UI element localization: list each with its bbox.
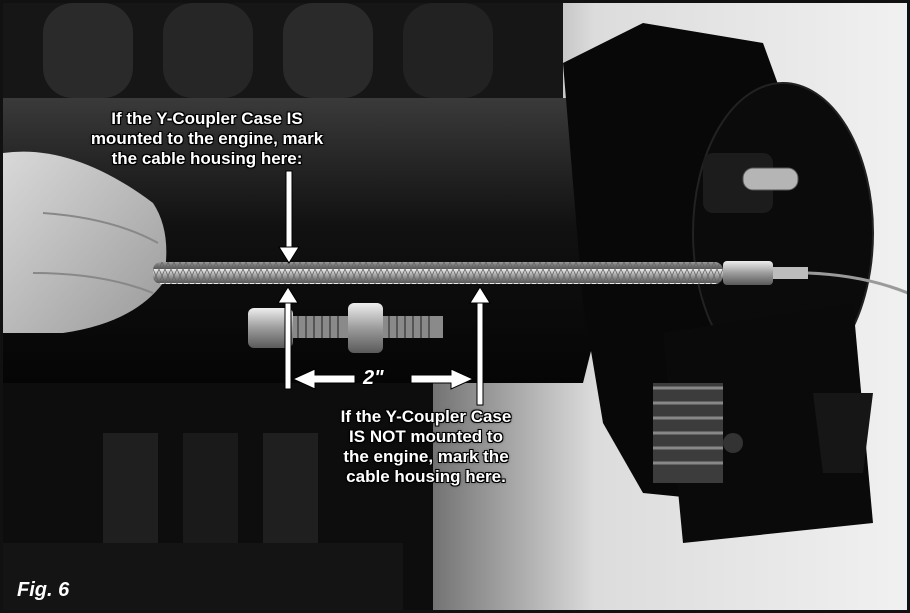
y-coupler-fittings bbox=[248, 303, 443, 353]
callout-line: cable housing here. bbox=[346, 467, 506, 486]
reference-line-left bbox=[277, 286, 299, 390]
callout-line: the engine, mark the bbox=[343, 447, 509, 466]
callout-line: mounted to the engine, mark bbox=[90, 129, 324, 148]
intake-tube bbox=[3, 98, 619, 383]
mark-arrow-top bbox=[278, 170, 300, 264]
callout-not-mounted: If the Y-Coupler Case IS NOT mounted to … bbox=[321, 407, 531, 487]
callout-line: If the Y-Coupler Case bbox=[340, 407, 512, 426]
engine-photo bbox=[3, 3, 907, 610]
lower-manifold bbox=[3, 383, 433, 610]
hand bbox=[3, 151, 167, 333]
intake-runners bbox=[3, 3, 563, 98]
callout-line: the cable housing here: bbox=[111, 149, 303, 168]
cable-end-fitting bbox=[723, 261, 773, 285]
callout-line: IS NOT mounted to bbox=[349, 427, 503, 446]
callout-mounted: If the Y-Coupler Case IS mounted to the … bbox=[67, 109, 347, 169]
mark-arrow-bottom bbox=[469, 286, 491, 406]
measurement-label: 2" bbox=[363, 367, 384, 389]
cable-housing bbox=[153, 262, 723, 284]
callout-line: If the Y-Coupler Case IS bbox=[111, 109, 303, 128]
figure-label: Fig. 6 bbox=[17, 579, 70, 601]
measure-arrow bbox=[291, 368, 475, 390]
cable-wire bbox=[807, 271, 907, 295]
